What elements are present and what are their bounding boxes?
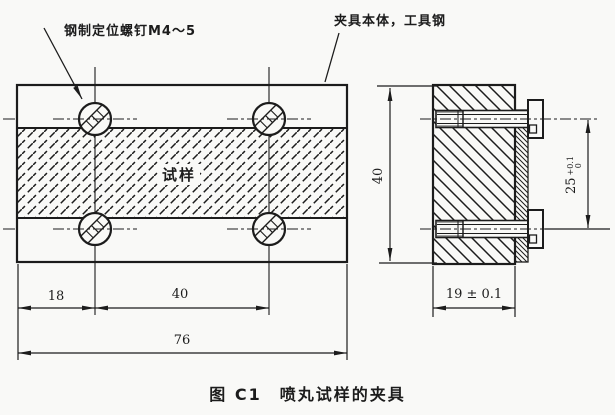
specimen-label: 试样 [158, 164, 201, 185]
screw-label: 钢制定位螺钉M4～5 [64, 24, 197, 39]
dim-edge-to-hole: 18 [47, 289, 65, 304]
dim-overall-width: 76 [173, 333, 191, 348]
screw-head-notch [528, 234, 538, 244]
dim-thickness: 19 ± 0.1 [445, 287, 503, 302]
screw-hole-bottom-left [53, 211, 137, 247]
side-screw-top [420, 99, 597, 139]
tolerance-lower: 0 [574, 163, 584, 169]
body-label: 夹具本体，工具钢 [334, 14, 447, 29]
side-view [377, 83, 610, 317]
screw-hole-bottom-right [227, 211, 311, 247]
side-height-dimension [377, 85, 438, 264]
leader-arrowhead [73, 85, 82, 99]
specimen-strip-section [514, 109, 529, 263]
side-thickness-dimension [432, 266, 516, 317]
screw-holes [53, 101, 311, 247]
screw-head-notch [528, 124, 538, 134]
dim-hole-spacing: 40 [171, 287, 189, 302]
side-hole-distance-dimension [545, 120, 610, 230]
screw-hole-top-right [227, 101, 311, 137]
body-label-leader [324, 32, 340, 83]
edge-centerline-ticks [3, 118, 15, 230]
figure-caption: 图 C1 喷丸试样的夹具 [209, 385, 406, 404]
side-screw-bottom [420, 209, 548, 249]
dim-hole-distance-value: 25 [564, 177, 579, 194]
side-dimension-arrows [387, 88, 591, 311]
screw-hole-top-left [53, 101, 137, 137]
front-view [3, 27, 349, 360]
front-dimensions [17, 264, 348, 360]
front-dimension-arrows [18, 305, 347, 356]
dim-overall-height: 40 [371, 167, 386, 185]
